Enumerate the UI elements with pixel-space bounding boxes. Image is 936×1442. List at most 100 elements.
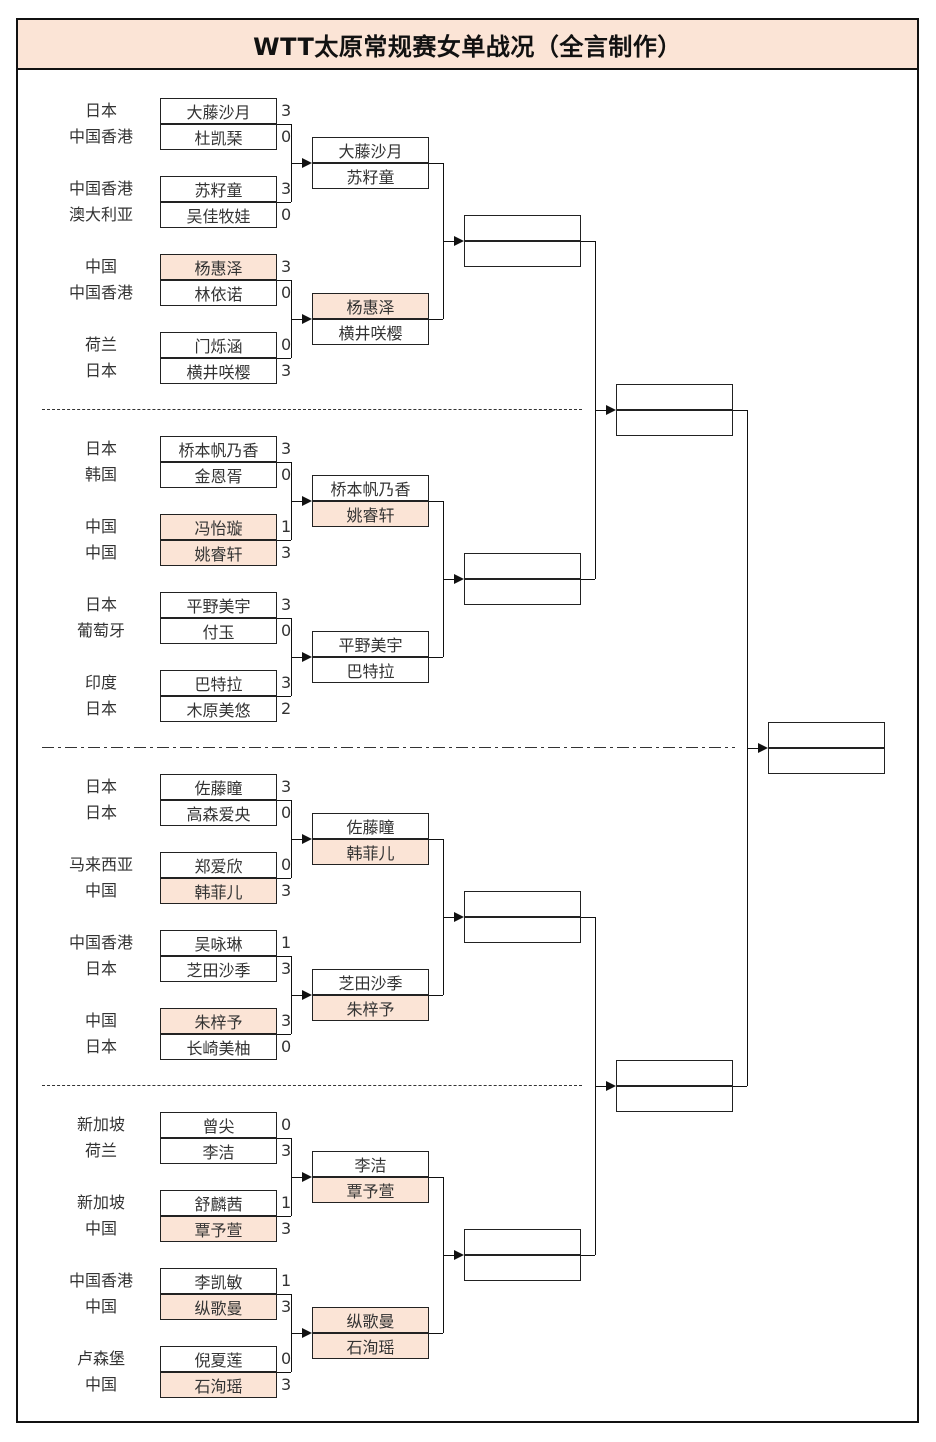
player-slot[interactable]: 倪夏莲 bbox=[160, 1346, 277, 1372]
connector-line bbox=[277, 617, 291, 619]
player-slot[interactable] bbox=[616, 1060, 733, 1086]
connector-line bbox=[277, 201, 291, 203]
player-slot[interactable]: 杨惠泽 bbox=[160, 254, 277, 280]
player-slot[interactable]: 吴佳牧娃 bbox=[160, 202, 277, 228]
player-slot[interactable] bbox=[464, 1255, 581, 1281]
player-slot[interactable]: 纵歌曼 bbox=[160, 1294, 277, 1320]
player-slot[interactable]: 佐藤瞳 bbox=[160, 774, 277, 800]
player-slot[interactable]: 林依诺 bbox=[160, 280, 277, 306]
player-slot[interactable] bbox=[464, 553, 581, 579]
player-slot[interactable] bbox=[768, 722, 885, 748]
connector-line bbox=[291, 656, 304, 658]
player-slot[interactable]: 姚睿轩 bbox=[312, 501, 429, 527]
player-slot[interactable]: 平野美宇 bbox=[160, 592, 277, 618]
player-slot[interactable]: 冯怡璇 bbox=[160, 514, 277, 540]
player-slot[interactable]: 吴咏琳 bbox=[160, 930, 277, 956]
connector-line bbox=[429, 162, 443, 164]
player-slot[interactable]: 朱梓予 bbox=[160, 1008, 277, 1034]
connector-line bbox=[429, 656, 443, 658]
player-slot[interactable]: 高森爱央 bbox=[160, 800, 277, 826]
country-label: 新加坡 bbox=[76, 1115, 125, 1134]
player-slot[interactable]: 曾尖 bbox=[160, 1112, 277, 1138]
country-label: 中国香港 bbox=[68, 933, 133, 952]
connector-line bbox=[443, 240, 456, 242]
player-slot[interactable]: 佐藤瞳 bbox=[312, 813, 429, 839]
connector-line bbox=[429, 1332, 443, 1334]
score-value: 1 bbox=[281, 517, 292, 536]
country-label: 日本 bbox=[84, 361, 117, 380]
connector-line bbox=[581, 916, 595, 918]
player-slot[interactable]: 大藤沙月 bbox=[160, 98, 277, 124]
country-label: 中国香港 bbox=[68, 179, 133, 198]
player-slot[interactable] bbox=[464, 1229, 581, 1255]
arrow-icon bbox=[302, 990, 312, 1000]
player-slot[interactable] bbox=[464, 241, 581, 267]
player-slot[interactable]: 姚睿轩 bbox=[160, 540, 277, 566]
arrow-icon bbox=[302, 496, 312, 506]
player-slot[interactable]: 覃予萱 bbox=[160, 1216, 277, 1242]
player-slot[interactable]: 杨惠泽 bbox=[312, 293, 429, 319]
player-slot[interactable]: 付玉 bbox=[160, 618, 277, 644]
country-label: 韩国 bbox=[84, 465, 117, 484]
connector-line bbox=[581, 1254, 595, 1256]
player-slot[interactable]: 李洁 bbox=[312, 1151, 429, 1177]
player-slot[interactable]: 巴特拉 bbox=[160, 670, 277, 696]
connector-line bbox=[277, 461, 291, 463]
score-value: 2 bbox=[281, 699, 292, 718]
score-value: 3 bbox=[281, 101, 292, 120]
player-slot[interactable] bbox=[464, 891, 581, 917]
connector-line bbox=[733, 409, 747, 411]
score-value: 3 bbox=[281, 361, 292, 380]
country-label: 日本 bbox=[84, 699, 117, 718]
country-label: 日本 bbox=[84, 595, 117, 614]
player-slot[interactable]: 芝田沙季 bbox=[160, 956, 277, 982]
player-slot[interactable] bbox=[616, 384, 733, 410]
player-slot[interactable]: 长崎美柚 bbox=[160, 1034, 277, 1060]
connector-line bbox=[747, 747, 760, 749]
player-slot[interactable]: 苏籽童 bbox=[160, 176, 277, 202]
connector-line bbox=[291, 994, 304, 996]
player-slot[interactable]: 郑爱欣 bbox=[160, 852, 277, 878]
player-slot[interactable]: 朱梓予 bbox=[312, 995, 429, 1021]
connector-line bbox=[291, 838, 304, 840]
connector-line bbox=[291, 500, 304, 502]
player-slot[interactable]: 舒麟茜 bbox=[160, 1190, 277, 1216]
player-slot[interactable] bbox=[768, 748, 885, 774]
player-slot[interactable]: 巴特拉 bbox=[312, 657, 429, 683]
player-slot[interactable]: 苏籽童 bbox=[312, 163, 429, 189]
connector-line bbox=[277, 357, 291, 359]
player-slot[interactable] bbox=[616, 410, 733, 436]
country-label: 中国 bbox=[84, 517, 117, 536]
player-slot[interactable]: 木原美悠 bbox=[160, 696, 277, 722]
player-slot[interactable]: 金恩胥 bbox=[160, 462, 277, 488]
player-slot[interactable]: 平野美宇 bbox=[312, 631, 429, 657]
score-value: 3 bbox=[281, 959, 292, 978]
player-slot[interactable] bbox=[616, 1086, 733, 1112]
player-slot[interactable]: 桥本帆乃香 bbox=[160, 436, 277, 462]
player-slot[interactable]: 纵歌曼 bbox=[312, 1307, 429, 1333]
player-slot[interactable]: 门烁涵 bbox=[160, 332, 277, 358]
player-slot[interactable]: 横井咲樱 bbox=[312, 319, 429, 345]
connector-line bbox=[733, 1085, 747, 1087]
country-label: 中国香港 bbox=[68, 127, 133, 146]
player-slot[interactable]: 石洵瑶 bbox=[160, 1372, 277, 1398]
player-slot[interactable]: 李凯敏 bbox=[160, 1268, 277, 1294]
player-slot[interactable]: 横井咲樱 bbox=[160, 358, 277, 384]
player-slot[interactable] bbox=[464, 917, 581, 943]
player-slot[interactable]: 杜凯琹 bbox=[160, 124, 277, 150]
player-slot[interactable] bbox=[464, 579, 581, 605]
player-slot[interactable] bbox=[464, 215, 581, 241]
player-slot[interactable]: 李洁 bbox=[160, 1138, 277, 1164]
player-slot[interactable]: 石洵瑶 bbox=[312, 1333, 429, 1359]
player-slot[interactable]: 韩菲儿 bbox=[160, 878, 277, 904]
score-value: 1 bbox=[281, 1193, 292, 1212]
player-slot[interactable]: 大藤沙月 bbox=[312, 137, 429, 163]
page-title: WTT太原常规赛女单战况（全言制作） bbox=[16, 18, 919, 70]
half-separator bbox=[42, 747, 735, 748]
player-slot[interactable]: 韩菲儿 bbox=[312, 839, 429, 865]
player-slot[interactable]: 芝田沙季 bbox=[312, 969, 429, 995]
connector-line bbox=[429, 838, 443, 840]
player-slot[interactable]: 桥本帆乃香 bbox=[312, 475, 429, 501]
player-slot[interactable]: 覃予萱 bbox=[312, 1177, 429, 1203]
connector-line bbox=[429, 318, 443, 320]
